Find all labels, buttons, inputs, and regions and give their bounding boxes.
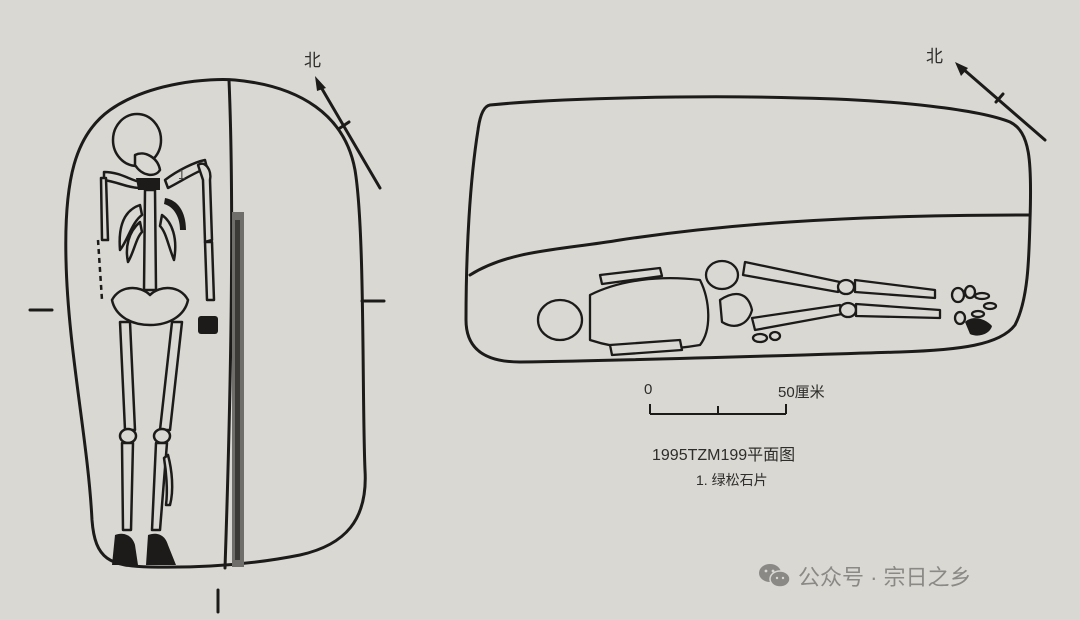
scale-start-label: 0 <box>644 381 653 398</box>
left-grave-outline <box>64 78 367 569</box>
turquoise-pieces-left <box>136 178 160 190</box>
right-grave-division-lower <box>468 213 1032 277</box>
left-skeleton <box>96 112 216 532</box>
right-skeleton <box>536 259 998 357</box>
wechat-icon <box>758 562 792 590</box>
north-arrow-head-left <box>315 76 326 91</box>
scale-bar <box>649 404 787 415</box>
watermark-text: 公众号 · 宗日之乡 <box>798 565 972 590</box>
left-grave-division <box>223 78 234 570</box>
north-label-left: 北 <box>304 51 321 71</box>
figure-title: 1995TZM199平面图 <box>652 447 796 464</box>
scale-end-label: 50厘米 <box>778 384 825 401</box>
legend-item: 1. 绿松石片 <box>696 472 768 488</box>
artifact-number-label: 1 <box>178 167 186 182</box>
watermark: 公众号 · 宗日之乡 <box>758 560 972 592</box>
turquoise-pieces-right <box>965 318 992 336</box>
north-arrow-head-right <box>955 62 968 76</box>
north-label-right: 北 <box>926 47 943 67</box>
right-grave-outline <box>464 95 1033 364</box>
